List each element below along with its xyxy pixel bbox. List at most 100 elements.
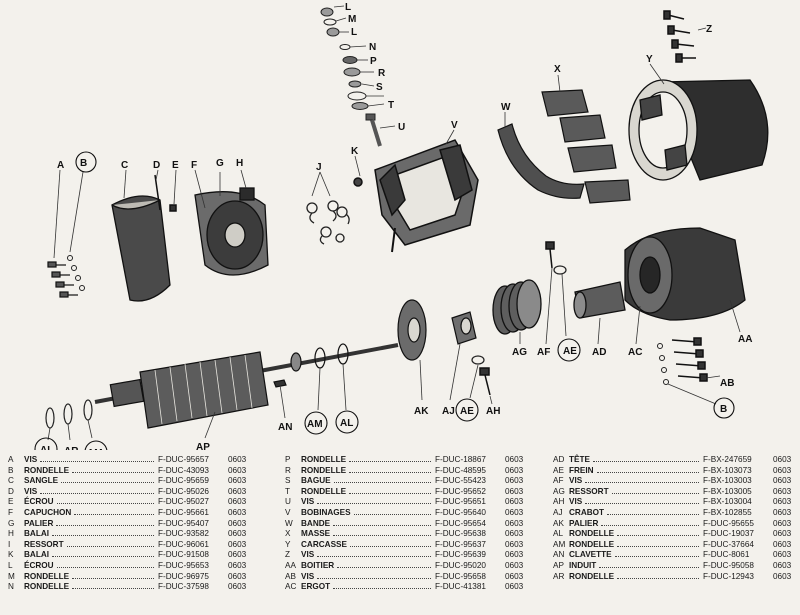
part-name: VIS [301,571,315,581]
part-letter: AC [285,582,297,592]
callout-label: K [351,146,359,157]
part-quantity: 0603 [773,507,792,517]
part-quantity: 0603 [228,465,247,475]
part-reference: F-BX-103004 [703,497,752,507]
part-quantity: 0603 [773,486,792,496]
callout-label: Z [706,24,712,35]
part-name: CAPUCHON [24,507,72,517]
leader-dots [597,471,699,473]
part-quantity: 0603 [228,476,247,486]
part-quantity: 0603 [773,455,792,464]
part-name: RONDELLE [569,529,615,539]
armature-drawing [94,343,399,429]
part-letter: AN [553,550,565,560]
leader-dots [52,556,154,558]
part-reference: F-BX-103003 [703,476,752,486]
leader-dots [317,577,431,579]
leader-dots [61,482,154,484]
part-reference: F-DUC-37664 [703,539,754,549]
part-reference: F-DUC-95027 [158,497,209,507]
leader-dots [334,482,431,484]
leader-dots [74,513,154,515]
callout-label: AJ [442,406,455,417]
part-letter: M [8,571,15,581]
part-reference: F-DUC-18867 [435,455,486,464]
callout-label: AH [486,406,500,417]
part-name: RONDELLE [569,571,615,581]
part-reference: F-DUC-37598 [158,582,209,592]
part-name: BANDE [301,518,331,528]
part-reference: F-DUC-8061 [703,550,750,560]
callout-circles [34,151,735,450]
part-reference: F-BX-103073 [703,465,752,475]
leader-dots [317,503,431,505]
part-reference: F-DUC-95658 [435,571,486,581]
leader-dots [617,535,699,537]
part-name: SANGLE [24,476,59,486]
callout-label: AR [64,446,79,450]
part-reference: F-DUC-95639 [435,550,486,560]
callout-label: AE [563,346,577,357]
part-reference: F-DUC-12943 [703,571,754,581]
leader-dots [72,471,154,473]
part-quantity: 0603 [505,539,524,549]
part-name: RONDELLE [24,465,70,475]
part-letter: AG [553,486,565,496]
part-reference: F-DUC-95657 [158,455,209,464]
leader-dots [601,524,699,526]
part-letter: S [285,476,291,486]
part-letter: AH [553,497,565,507]
part-reference: F-DUC-95659 [158,476,209,486]
callout-label: L [351,27,357,38]
callout-label: P [370,56,377,67]
leader-dots [585,503,699,505]
leader-dots [593,461,699,462]
part-quantity: 0603 [505,560,524,570]
part-reference: F-DUC-41381 [435,582,486,592]
part-name: RESSORT [569,486,609,496]
part-name: BALAI [24,529,50,539]
part-name: CARCASSE [301,539,347,549]
part-quantity: 0603 [228,497,247,507]
leader-dots [333,588,431,590]
part-letter: AF [553,476,564,486]
part-quantity: 0603 [228,455,247,464]
part-quantity: 0603 [773,550,792,560]
leader-dots [317,556,431,558]
part-letter: AB [285,571,296,581]
callout-label: D [153,160,160,171]
callout-label: AM [307,419,323,430]
callout-label: C [121,160,128,171]
part-quantity: 0603 [228,518,247,528]
part-reference: F-BX-247659 [703,455,752,464]
callout-label: AN [278,422,292,433]
part-quantity: 0603 [773,529,792,539]
callout-label: V [451,120,458,131]
part-reference: F-DUC-91508 [158,550,209,560]
callout-label: B [720,404,727,415]
part-letter: U [285,497,291,507]
part-reference: F-DUC-95058 [703,560,754,570]
callout-label: R [378,68,386,79]
drive-spring-drawing [492,279,542,335]
part-letter: AD [553,455,565,464]
part-name: PALIER [24,518,54,528]
part-quantity: 0603 [773,571,792,581]
part-quantity: 0603 [505,455,524,464]
callout-label: F [191,160,197,171]
